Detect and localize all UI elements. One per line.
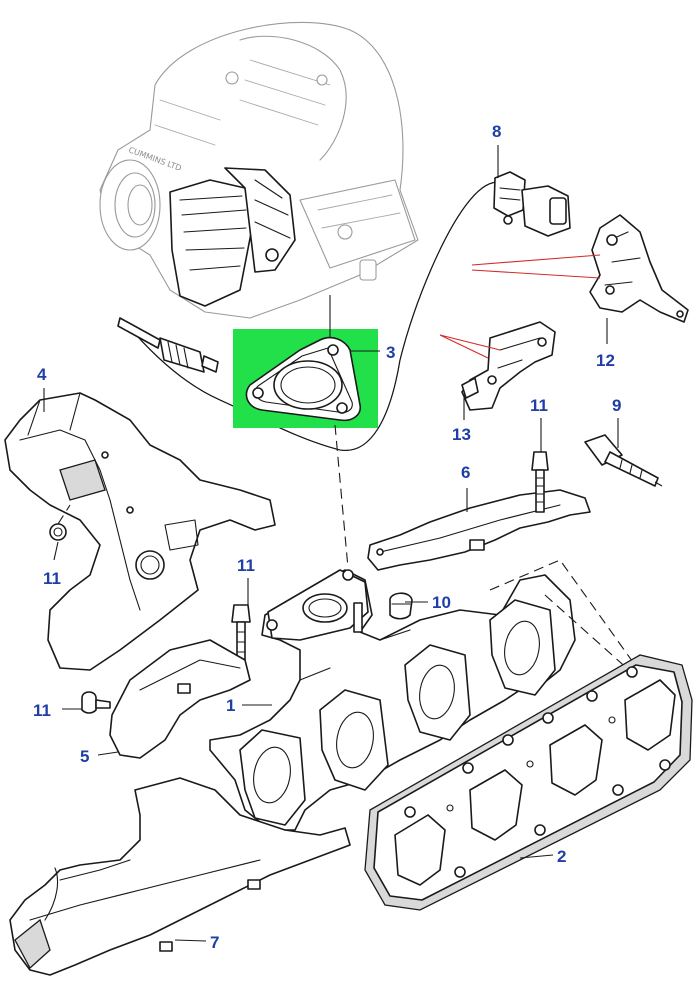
callout-11-b: 11 — [530, 396, 548, 415]
part-8-sensor-connector — [493, 171, 571, 237]
reference-line-13 — [439, 334, 501, 359]
callout-2: 2 — [557, 847, 566, 866]
callout-12: 12 — [596, 351, 615, 370]
part-11-stud-b — [531, 451, 549, 513]
part-11-nut-a — [49, 504, 71, 541]
callout-5: 5 — [80, 747, 89, 766]
part-11-bolt-d — [81, 691, 111, 714]
part-12-bracket — [589, 214, 689, 323]
callout-11-d: 11 — [33, 701, 51, 720]
turbocharger-ghost: CUMMINS LTD — [99, 21, 419, 319]
callout-10: 10 — [432, 593, 451, 612]
gasket-to-manifold-line — [334, 424, 349, 569]
part-3-gasket — [233, 329, 378, 428]
part-9-stud — [584, 434, 663, 487]
callout-7: 7 — [210, 933, 219, 952]
callout-13: 13 — [452, 425, 471, 444]
part-10-stud — [389, 592, 413, 620]
part-5-heat-shield — [109, 639, 251, 759]
part-1-exhaust-manifold — [209, 569, 576, 831]
part-7-heat-shield — [9, 777, 351, 976]
part-4-heat-shield — [4, 392, 276, 671]
callout-labels: 1 2 3 4 5 6 7 8 9 10 11 11 11 11 12 13 — [33, 122, 621, 952]
sensor-harness — [117, 181, 506, 451]
part-11-stud-c — [231, 604, 251, 661]
manifold-to-gasket-line-2 — [489, 559, 641, 673]
part-2-manifold-gasket — [364, 654, 693, 911]
callout-6: 6 — [461, 463, 470, 482]
manifold-to-gasket-line — [544, 594, 641, 681]
part-13-bracket — [461, 321, 556, 411]
callout-8: 8 — [492, 122, 501, 141]
callout-11-c: 11 — [237, 556, 255, 575]
callout-leaders — [43, 145, 619, 942]
part-6-heat-shield — [367, 489, 591, 571]
callout-11-a: 11 — [43, 569, 61, 588]
callout-1: 1 — [226, 696, 235, 715]
callout-3: 3 — [386, 343, 395, 362]
callout-9: 9 — [612, 396, 621, 415]
callout-4: 4 — [37, 365, 47, 384]
reference-line-12 — [471, 254, 601, 279]
